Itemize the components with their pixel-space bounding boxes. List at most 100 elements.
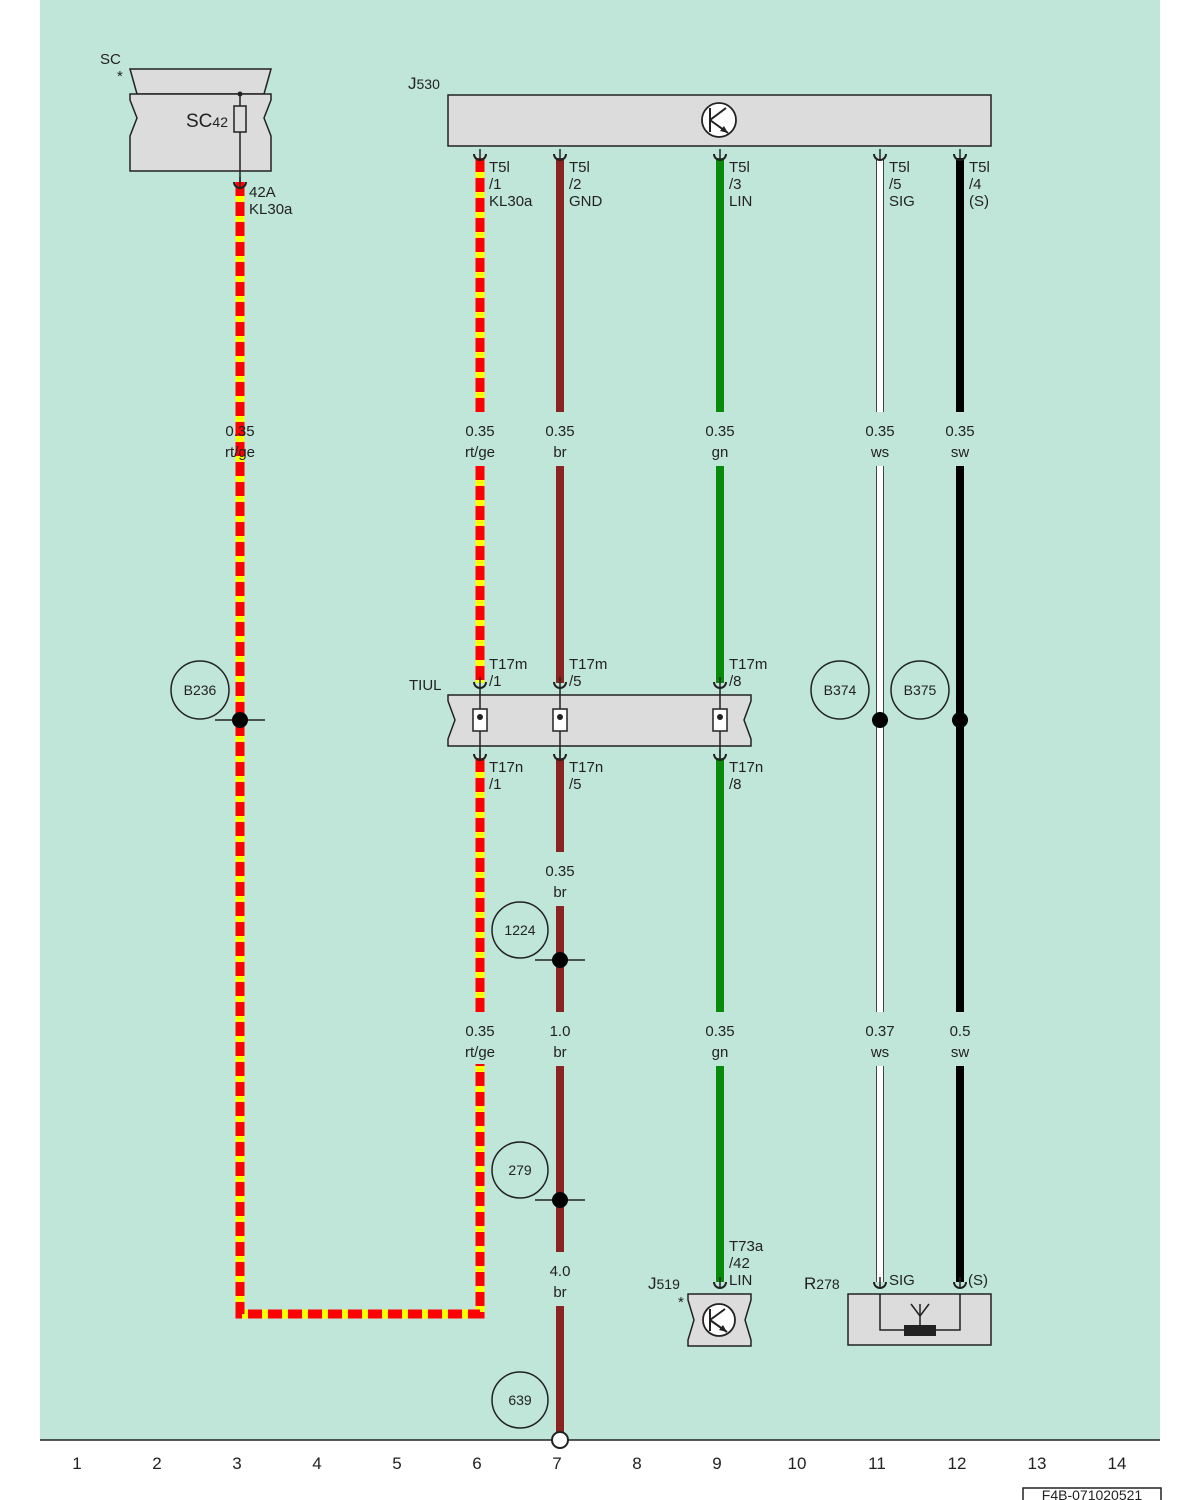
tiul-bottom-pin-conn: T17n — [729, 759, 763, 776]
wire-size-label: 0.35 — [465, 423, 494, 440]
tiul-top-pin-num: /8 — [729, 673, 742, 690]
j519-pin-num: /42 — [729, 1255, 750, 1272]
column-number: 5 — [392, 1454, 401, 1473]
splice-points — [215, 712, 968, 1208]
tiul-bottom-pin-conn: T17n — [489, 759, 523, 776]
j530-pin-conn: T5l — [729, 159, 750, 176]
j530-pin-func: (S) — [969, 193, 989, 210]
wire-size-label: 0.35 — [705, 423, 734, 440]
wire-color-label: sw — [951, 1044, 970, 1061]
j530-pin-num: /5 — [889, 176, 902, 193]
j530-pin-func: KL30a — [489, 193, 533, 210]
splice-dot — [872, 712, 888, 728]
ground-point-icon — [551, 1431, 569, 1449]
sc-label: SC — [100, 51, 121, 68]
j530-pin-num: /3 — [729, 176, 742, 193]
sc-fuse-box[interactable]: SC * SC42 42A KL30a — [100, 51, 293, 218]
tiul-top-pin-num: /1 — [489, 673, 502, 690]
tiul-box — [447, 694, 752, 747]
j519-control-unit[interactable]: J519 * T73a /42 LIN — [648, 1238, 764, 1347]
tiul-bottom-pin-num: /8 — [729, 776, 742, 793]
control-unit-icon — [702, 1303, 736, 1337]
j530-pin-num: /1 — [489, 176, 502, 193]
tiul-top-pin-conn: T17m — [729, 656, 767, 673]
wire-size-label: 0.35 — [465, 1023, 494, 1040]
sc-pin-label: 42A — [249, 184, 276, 201]
column-number: 1 — [72, 1454, 81, 1473]
tiul-bottom-pin-num: /1 — [489, 776, 502, 793]
antenna-icon — [879, 1294, 961, 1336]
j530-pin-conn: T5l — [969, 159, 990, 176]
tiul-bottom-pin-conn: T17n — [569, 759, 603, 776]
column-number: 9 — [712, 1454, 721, 1473]
pin-connectors — [233, 149, 967, 1289]
j519-label: J519 — [648, 1274, 680, 1293]
sc-pin-func: KL30a — [249, 201, 293, 218]
j530-pins: T5l/1KL30aT5l/2GNDT5l/3LINT5l/5SIGT5l/4(… — [489, 159, 990, 210]
wire-color-label: sw — [951, 444, 970, 461]
sc-box-body — [129, 93, 272, 172]
wire-color-label: ws — [870, 1044, 889, 1061]
j519-star: * — [678, 1294, 684, 1311]
tiul-top-pin-conn: T17m — [489, 656, 527, 673]
column-number: 14 — [1108, 1454, 1127, 1473]
wire-color-label: br — [553, 884, 566, 901]
reference-label: 639 — [508, 1392, 532, 1408]
j530-label: J530 — [408, 74, 440, 93]
r278-label: R278 — [804, 1274, 840, 1293]
wire-size-label: 0.35 — [945, 423, 974, 440]
j530-pin-conn: T5l — [569, 159, 590, 176]
tiul-top-pin-num: /5 — [569, 673, 582, 690]
r278-pin-s: (S) — [968, 1272, 988, 1289]
j530-pin-conn: T5l — [889, 159, 910, 176]
tiul-terminal-dot — [557, 714, 563, 720]
sc42-label: SC42 — [186, 111, 228, 132]
wire-color-label: gn — [712, 1044, 729, 1061]
reference-circle — [491, 1371, 549, 1429]
sc-star: * — [117, 68, 123, 85]
reference-label: 279 — [508, 1162, 532, 1178]
column-number: 10 — [788, 1454, 807, 1473]
r278-pin-sig: SIG — [889, 1272, 915, 1289]
j530-pin-func: SIG — [889, 193, 915, 210]
wire-size-label: 0.37 — [865, 1023, 894, 1040]
r278-antenna[interactable]: R278 SIG (S) — [804, 1272, 992, 1346]
wire-color-label: br — [553, 444, 566, 461]
reference-label: B236 — [184, 682, 217, 698]
reference-circle — [170, 660, 230, 720]
tiul-terminal-dot — [477, 714, 483, 720]
j530-pin-func: GND — [569, 193, 603, 210]
j530-pin-func: LIN — [729, 193, 752, 210]
tiul-top-pin-conn: T17m — [569, 656, 607, 673]
tiul-bottom-pin-num: /5 — [569, 776, 582, 793]
j530-pin-num: /2 — [569, 176, 582, 193]
reference-label: 1224 — [504, 922, 535, 938]
footer-code: F4B-071020521 — [1042, 1487, 1143, 1500]
tiul-label: TIUL — [409, 677, 442, 694]
sc-fuse-node — [237, 91, 243, 97]
wire-color-label: gn — [712, 444, 729, 461]
wire-color-label: rt/ge — [225, 444, 255, 461]
footer-code-box: F4B-071020521 — [1022, 1487, 1162, 1500]
tiul-connector[interactable]: TIUL — [409, 677, 752, 747]
wire-size-label: 0.35 — [225, 423, 254, 440]
column-number: 6 — [472, 1454, 481, 1473]
wire-color-label: br — [553, 1044, 566, 1061]
j530-control-unit[interactable]: J530 — [408, 74, 992, 147]
wire-color-label: rt/ge — [465, 1044, 495, 1061]
column-number: 11 — [868, 1454, 886, 1473]
splice-dot — [552, 952, 568, 968]
wire-size-label: 4.0 — [550, 1263, 571, 1280]
tiul-terminal-dot — [717, 714, 723, 720]
column-number: 13 — [1028, 1454, 1047, 1473]
fuse-icon — [233, 105, 247, 133]
wire-color-label: rt/ge — [465, 444, 495, 461]
reference-circle — [491, 901, 549, 959]
reference-circle — [810, 660, 870, 720]
wire-size-label: 1.0 — [550, 1023, 571, 1040]
splice-dot — [952, 712, 968, 728]
